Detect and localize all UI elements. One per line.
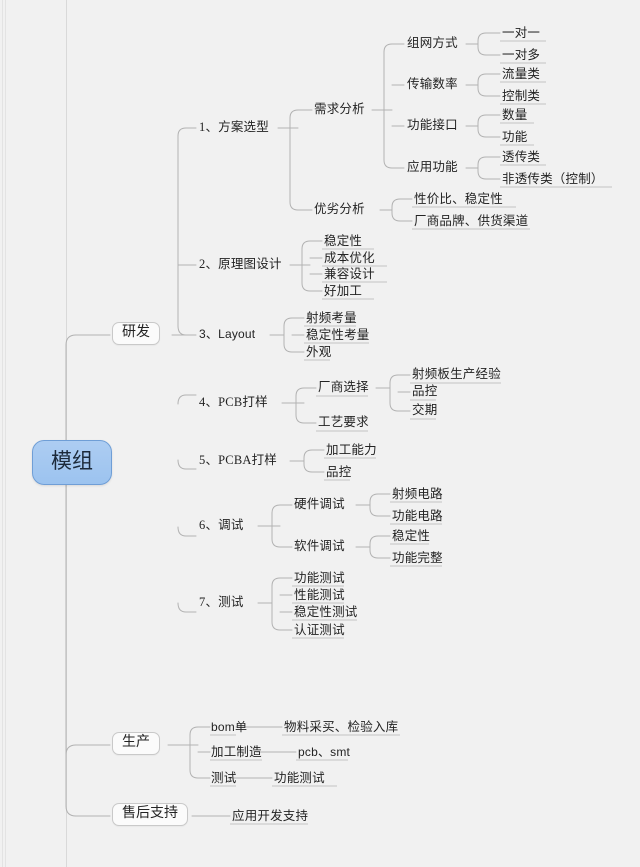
root-node[interactable]: 模组: [32, 440, 112, 485]
node-software-debug[interactable]: 软件调试: [294, 539, 345, 553]
node-processing-capability[interactable]: 加工能力: [326, 443, 377, 457]
node-rf-consideration[interactable]: 射频考量: [306, 311, 357, 325]
node-pcba-proto[interactable]: 5、PCBA打样: [199, 453, 278, 467]
node-requirement-analysis[interactable]: 需求分析: [314, 102, 365, 116]
node-lead-time[interactable]: 交期: [412, 403, 438, 417]
node-stability-consideration[interactable]: 稳定性考量: [306, 328, 370, 342]
node-transparent-type[interactable]: 透传类: [502, 150, 541, 164]
node-transmission-rate[interactable]: 传输数率: [407, 77, 458, 91]
node-pcb-proto[interactable]: 4、PCB打样: [199, 395, 268, 409]
node-scheme-selection[interactable]: 1、方案选型: [199, 120, 269, 134]
page-guide-line: [2, 0, 3, 867]
node-appearance[interactable]: 外观: [306, 345, 332, 359]
node-quality-control-pcb[interactable]: 品控: [412, 384, 438, 398]
node-vendor-selection[interactable]: 厂商选择: [318, 380, 369, 394]
node-stability[interactable]: 稳定性: [324, 234, 363, 248]
node-material-purchase[interactable]: 物料采买、检验入库: [284, 720, 399, 734]
node-sw-stability[interactable]: 稳定性: [392, 529, 431, 543]
node-application-function[interactable]: 应用功能: [407, 160, 458, 174]
node-performance-test[interactable]: 性能测试: [294, 588, 345, 602]
node-vendor-brand[interactable]: 厂商品牌、供货渠道: [414, 214, 529, 228]
node-function-circuit[interactable]: 功能电路: [392, 509, 443, 523]
node-app-dev-support[interactable]: 应用开发支持: [232, 809, 309, 823]
page-guide-line: [5, 0, 6, 867]
node-layout[interactable]: 3、Layout: [199, 327, 256, 341]
node-control-type[interactable]: 控制类: [502, 89, 541, 103]
node-network-mode[interactable]: 组网方式: [407, 36, 458, 50]
node-function-interface[interactable]: 功能接口: [407, 118, 458, 132]
branch-node-production[interactable]: 生产: [112, 732, 160, 755]
node-traffic-type[interactable]: 流量类: [502, 67, 541, 81]
node-debug[interactable]: 6、调试: [199, 518, 244, 532]
node-cost-performance[interactable]: 性价比、稳定性: [414, 192, 503, 206]
node-function[interactable]: 功能: [502, 130, 528, 144]
node-process-requirement[interactable]: 工艺要求: [318, 415, 369, 429]
node-schematic-design[interactable]: 2、原理图设计: [199, 257, 282, 271]
node-quantity[interactable]: 数量: [502, 108, 528, 122]
node-pros-cons-analysis[interactable]: 优劣分析: [314, 202, 365, 216]
node-certification-test[interactable]: 认证测试: [294, 623, 345, 637]
node-manufacturing[interactable]: 加工制造: [211, 745, 262, 759]
node-hardware-debug[interactable]: 硬件调试: [294, 497, 345, 511]
node-function-test[interactable]: 功能测试: [294, 571, 345, 585]
branch-node-after-sales[interactable]: 售后支持: [112, 803, 188, 826]
node-bom-sheet[interactable]: bom单: [211, 720, 248, 734]
node-one-to-one[interactable]: 一对一: [502, 26, 541, 40]
node-function-completeness[interactable]: 功能完整: [392, 551, 443, 565]
node-non-transparent-type[interactable]: 非透传类（控制）: [502, 172, 604, 186]
node-quality-control-pcba[interactable]: 品控: [326, 465, 352, 479]
node-easy-manufacture[interactable]: 好加工: [324, 284, 363, 298]
node-rf-circuit[interactable]: 射频电路: [392, 487, 443, 501]
node-test[interactable]: 7、测试: [199, 595, 244, 609]
node-pcb-smt[interactable]: pcb、smt: [298, 745, 351, 759]
branch-node-rd[interactable]: 研发: [112, 322, 160, 345]
node-one-to-many[interactable]: 一对多: [502, 48, 541, 62]
node-cost-optimization[interactable]: 成本优化: [324, 251, 375, 265]
node-stability-test[interactable]: 稳定性测试: [294, 605, 358, 619]
node-production-test[interactable]: 测试: [211, 771, 237, 785]
node-rf-board-experience[interactable]: 射频板生产经验: [412, 367, 501, 381]
node-production-function-test[interactable]: 功能测试: [274, 771, 325, 785]
node-compatible-design[interactable]: 兼容设计: [324, 267, 375, 281]
